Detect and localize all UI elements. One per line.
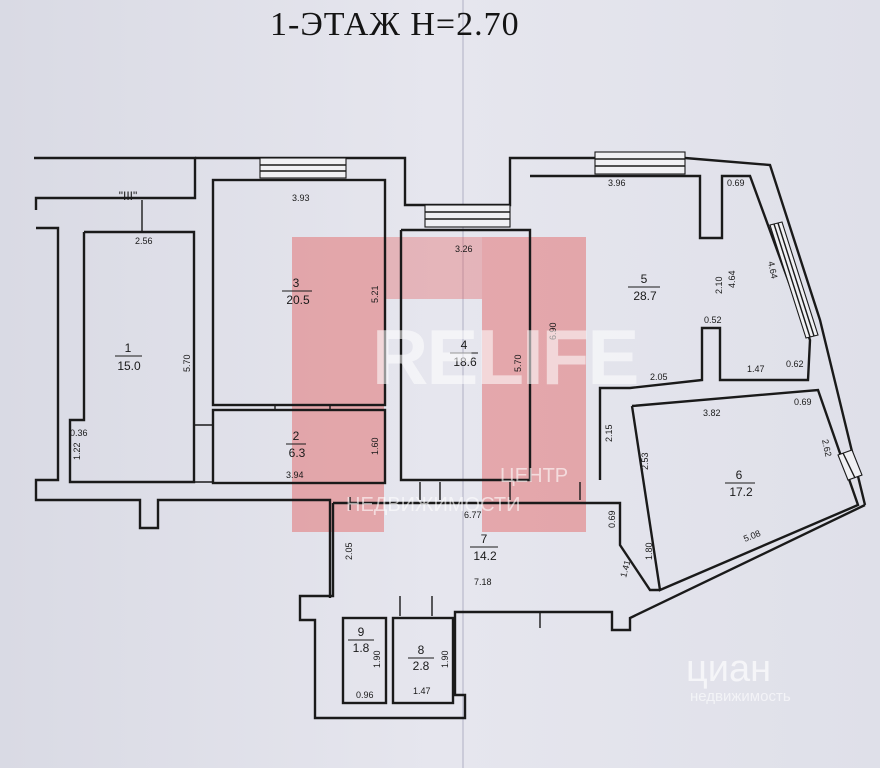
walls (34, 156, 867, 720)
dim-r5-length: 6.90 (548, 322, 558, 340)
wall-room-2 (211, 408, 387, 485)
dim-r3-length: 5.21 (370, 285, 380, 303)
room-9-area: 1.8 (353, 641, 370, 655)
cian-watermark-logo: циан (686, 648, 772, 690)
wall-room-7-bottom (298, 503, 866, 720)
floor-title: 1-ЭТАЖ Н=2.70 (270, 6, 520, 43)
dim-r7-bottom: 7.18 (474, 577, 492, 587)
room-6-number: 6 (736, 468, 743, 482)
wall-room-4 (399, 228, 532, 482)
relife-watermark-logo: RELIFE (372, 313, 639, 401)
windows (259, 151, 863, 481)
dim-r4-length: 5.70 (513, 354, 523, 372)
window-room-5 (594, 151, 686, 175)
room-1-area: 15.0 (117, 359, 141, 373)
wall-left-wing (34, 226, 332, 598)
room-5-area: 28.7 (633, 289, 657, 303)
dim-r1-width: 2.56 (135, 236, 153, 246)
wall-room-1 (68, 230, 196, 484)
dim-r6-d3: 2.62 (820, 438, 833, 457)
dim-r2-height: 1.60 (370, 437, 380, 455)
wall-room-6 (630, 388, 860, 592)
dim-r5-d4: 4.64 (766, 260, 779, 279)
wall-room-8 (391, 616, 455, 705)
room-3-number: 3 (293, 276, 300, 290)
dim-r7-d2: 1.41 (618, 559, 632, 579)
relife-watermark-line2: НЕДВИЖИМОСТИ (346, 494, 521, 516)
dim-r5-d6: 2.05 (650, 372, 668, 382)
dim-r6-d2: 2.53 (640, 452, 650, 470)
room-labels: "III" 1 15.0 2 6.3 3 20.5 4 18.6 5 28.7 … (115, 189, 755, 673)
room-3-area: 20.5 (286, 293, 310, 307)
room-7-number: 7 (481, 532, 488, 546)
wall-left-wing-top (34, 156, 197, 210)
room-5-number: 5 (641, 272, 648, 286)
dim-r6-d4: 5.08 (742, 528, 762, 544)
room-4-area: 18.6 (453, 355, 477, 369)
dim-r5-d8: 0.62 (786, 359, 804, 369)
stair-label: "III" (119, 189, 138, 203)
wall-room-5 (530, 174, 812, 480)
window-room-6 (837, 449, 863, 481)
dim-r1-d1: 0.36 (70, 428, 88, 438)
dim-r7-d1: 0.69 (607, 510, 617, 528)
room-8-number: 8 (418, 643, 425, 657)
dim-r5-d3: 4.64 (727, 270, 737, 288)
dim-r8-height: 1.90 (440, 650, 450, 668)
room-8-area: 2.8 (413, 659, 430, 673)
dim-r1-length: 5.70 (182, 354, 192, 372)
room-4-number: 4 (461, 338, 468, 352)
dim-r6-d5: 1.80 (644, 542, 654, 560)
paper-crease (462, 0, 464, 768)
dim-r9-height: 1.90 (372, 650, 382, 668)
dim-r5-width: 3.96 (608, 178, 626, 188)
dim-r6-width: 3.82 (703, 408, 721, 418)
dim-r8-width: 1.47 (413, 686, 431, 696)
wall-room-7-top (333, 501, 660, 592)
dim-r6-d1: 0.69 (794, 397, 812, 407)
dimension-labels: 2.56 5.70 0.36 1.22 3.94 1.60 3.93 5.21 … (70, 178, 833, 700)
dim-r5-d7: 1.47 (747, 364, 765, 374)
dim-r5-d9: 2.15 (604, 424, 614, 442)
room-2-number: 2 (293, 429, 300, 443)
dim-r1-d2: 1.22 (72, 442, 82, 460)
dim-r5-d1: 0.69 (727, 178, 745, 188)
dim-r7-top: 6.77 (464, 510, 482, 520)
room-9-number: 9 (358, 625, 365, 639)
dim-r3-width: 3.93 (292, 193, 310, 203)
dim-r7-left: 2.05 (344, 542, 354, 560)
wall-room-9 (341, 616, 388, 705)
room-1-number: 1 (125, 341, 132, 355)
dim-r5-d2: 2.10 (714, 276, 724, 294)
window-room-4 (424, 204, 511, 228)
wall-room-3 (211, 178, 387, 407)
dim-r5-d5: 0.52 (704, 315, 722, 325)
wall-right-exterior (684, 156, 867, 506)
dim-r2-width: 3.94 (286, 470, 304, 480)
relife-watermark-line1: ЦЕНТР (500, 465, 569, 487)
wall-top-room-4 (425, 156, 595, 207)
window-room-3 (259, 157, 347, 179)
room-6-area: 17.2 (729, 485, 753, 499)
room-2-area: 6.3 (289, 446, 306, 460)
watermark-block-right (482, 237, 586, 532)
room-7-area: 14.2 (473, 549, 497, 563)
dim-r9-width: 0.96 (356, 690, 374, 700)
dim-r4-width: 3.26 (455, 244, 473, 254)
cian-watermark-sub: недвижимость (690, 688, 791, 705)
